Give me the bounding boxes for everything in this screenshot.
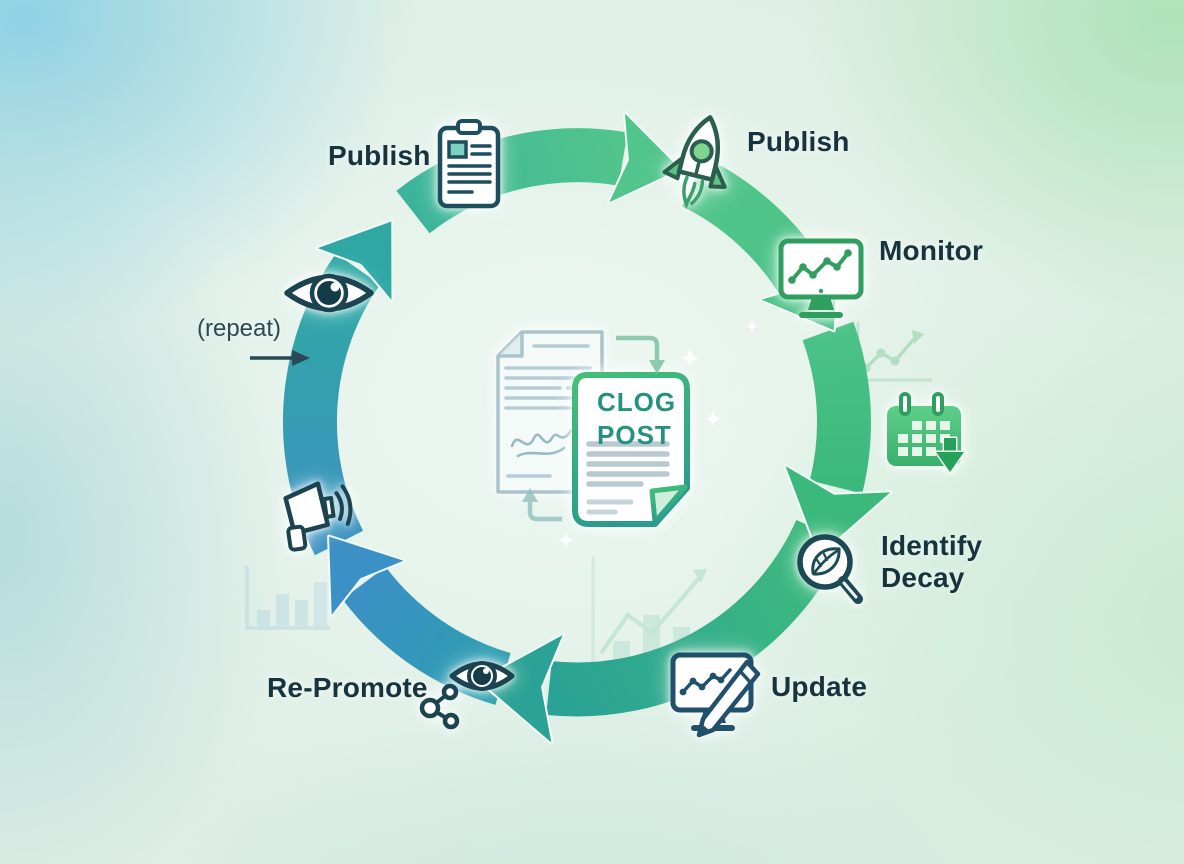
arrowhead-to-repromote bbox=[477, 633, 565, 745]
arrowhead-to-megaphone bbox=[327, 534, 406, 617]
blog-post-document bbox=[572, 372, 690, 527]
step-label-publish-draft: Publish bbox=[328, 140, 431, 171]
calendar-arrow-icon bbox=[887, 392, 966, 474]
step-label-monitor: Monitor bbox=[879, 235, 984, 266]
arc-segment-right bbox=[802, 321, 872, 494]
connector-arrow-down bbox=[616, 335, 665, 374]
sparkles bbox=[558, 320, 758, 548]
blog-post-title: CLOG POST bbox=[597, 386, 676, 452]
step-label-identify-decay: Identify Decay bbox=[881, 530, 983, 593]
arrowhead-down-right bbox=[783, 464, 893, 557]
rocket-icon bbox=[662, 115, 727, 210]
eye-icon bbox=[284, 273, 374, 313]
step-label-publish-launch: Publish bbox=[747, 126, 850, 157]
arrowhead-to-rocket bbox=[607, 111, 683, 205]
step-label-re-promote: Re-Promote bbox=[267, 672, 428, 703]
eye-share-icon bbox=[419, 661, 515, 730]
sketch-line-chart-right bbox=[856, 322, 932, 382]
center-connectors bbox=[522, 320, 758, 548]
blog-post-title-line2: POST bbox=[597, 420, 672, 450]
repeat-note: (repeat) bbox=[197, 315, 282, 342]
megaphone-icon bbox=[283, 481, 353, 552]
monitor-line-chart-icon bbox=[778, 238, 864, 318]
repeat-arrow bbox=[250, 350, 310, 366]
arc-segment-top-left bbox=[396, 128, 628, 234]
connector-arrow-up bbox=[522, 488, 562, 522]
calendar-down-arrow bbox=[934, 436, 966, 474]
magnifier-leaf-icon bbox=[797, 534, 863, 604]
monitor-edit-pencil-icon bbox=[670, 652, 761, 738]
share-nodes bbox=[419, 683, 460, 730]
arrowhead-to-eye bbox=[315, 219, 394, 302]
step-label-update: Update bbox=[771, 671, 868, 702]
blog-post-title-line1: CLOG bbox=[597, 387, 677, 417]
clipboard-icon bbox=[437, 119, 501, 209]
pencil bbox=[696, 659, 761, 738]
sketch-bar-chart-left bbox=[245, 566, 330, 630]
